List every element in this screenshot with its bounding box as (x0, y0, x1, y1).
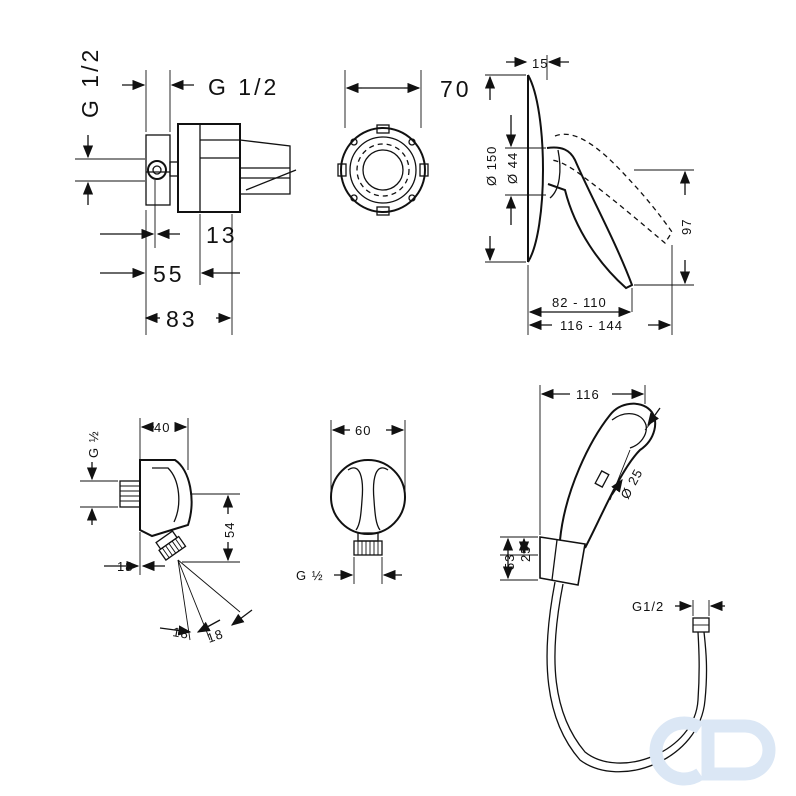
dim-97-label: 97 (679, 219, 694, 235)
dim-150-label: Ø 150 (484, 146, 499, 186)
dim-82-110-label: 82 - 110 (552, 295, 607, 310)
outlet-dim-54-label: 54 (222, 522, 237, 538)
dim-13-label: 13 (206, 222, 238, 248)
outlet-dim-18a-label: 18 (117, 559, 133, 574)
cd-logo-icon (649, 716, 776, 786)
thread-top-label: G 1/2 (208, 74, 279, 100)
dim-15-label: 15 (532, 56, 548, 71)
outlet-front-dim-60-label: 60 (355, 423, 371, 438)
dim-55-label: 55 (153, 261, 185, 287)
mixer-front-view: 70 (337, 70, 472, 216)
dim-70-label: 70 (440, 76, 472, 102)
thread-vertical-label: G 1/2 (77, 47, 103, 118)
dim-116-144-label: 116 - 144 (560, 318, 623, 333)
handshower-view: 116 Ø 25 53 25 G1/2 (500, 385, 725, 773)
outlet-dim-18c-label: 18 (205, 626, 226, 646)
hose-thread-label: G1/2 (632, 599, 664, 614)
outlet-front-view: 60 G ½ (296, 420, 406, 584)
handle-side-view: 15 Ø 150 Ø 44 97 82 - 110 116 - 144 (484, 55, 694, 335)
outlet-dim-40-label: 40 (154, 420, 170, 435)
shower-dim-116-label: 116 (576, 387, 600, 402)
outlet-dim-18b-label: 18 (171, 624, 190, 642)
shower-dim-53-label: 53 (502, 554, 517, 570)
dim-44-label: Ø 44 (505, 152, 520, 184)
outlet-side-view: 40 G ½ 54 18 18 18 (80, 418, 253, 646)
mixer-side-view: G 1/2 G 1/2 13 55 83 (75, 47, 297, 335)
outlet-front-thread-label: G ½ (296, 568, 324, 583)
outlet-thread-label: G ½ (86, 430, 101, 458)
shower-dim-25b-label: 25 (518, 546, 533, 562)
dim-83-label: 83 (166, 306, 198, 332)
